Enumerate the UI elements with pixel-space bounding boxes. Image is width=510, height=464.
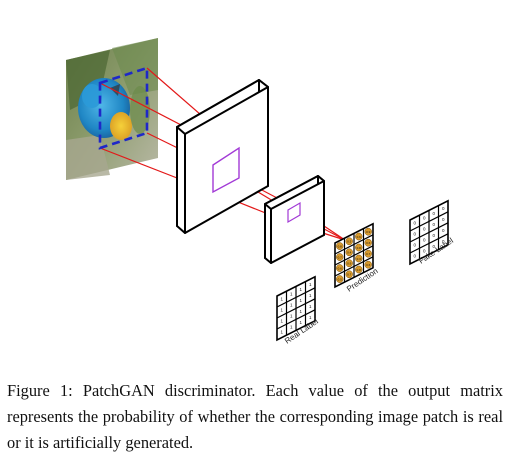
patchgan-diagram: 0.8 0.7 0.6 0.5 0.5 0.4 0.9 0.7 0.6 0.8 0.3 0.8 0.9 0…	[66, 38, 455, 346]
fake-label-matrix: 0 0 0 0 0 0 0 0 0 0 0 0 0 0 0 0	[409, 199, 449, 266]
matrix-cell-value: 1	[309, 315, 312, 320]
matrix-cell-value: 1	[290, 325, 293, 330]
matrix-cell-value: 1	[299, 320, 302, 325]
prediction-cell	[336, 275, 344, 283]
matrix-cell-value: 0.9	[347, 262, 352, 266]
prediction-cell	[336, 242, 344, 250]
conv-layer-2	[264, 175, 325, 264]
matrix-cell-value: 1	[280, 330, 283, 335]
matrix-cell-value: 1	[290, 292, 293, 297]
matrix-cell-value: 1	[309, 293, 312, 298]
conv-layer-2-patch	[287, 201, 301, 224]
matrix-gridline	[334, 256, 374, 277]
prediction-cell	[345, 259, 353, 268]
prediction-cell	[345, 237, 353, 246]
matrix-cell-value: 0	[423, 227, 426, 232]
matrix-cell-value: 0	[413, 232, 416, 237]
matrix-cell-value: 0	[413, 254, 416, 259]
prediction-matrix: 0.8 0.7 0.6 0.5 0.5 0.4 0.9 0.7 0.6 0.8 0.3 0.8 0.9 0…	[334, 222, 374, 289]
matrix-cell-value: 0.3	[357, 257, 362, 261]
matrix-cell-value: 0.7	[347, 273, 352, 277]
matrix-cell-value: 0	[432, 233, 435, 238]
prediction-cell	[364, 238, 372, 247]
matrix-cell-value: 1	[280, 319, 283, 324]
figure-caption: Figure 1: PatchGAN discriminator. Each v…	[7, 381, 503, 452]
input-patch-outline	[98, 66, 149, 150]
matrix-cell-value: 0	[442, 228, 445, 233]
matrix-cell-value: 1	[299, 298, 302, 303]
matrix-cell-value: 0.5	[338, 278, 343, 282]
matrix-cell-value: 0.6	[338, 267, 343, 271]
matrix-cell-value: 0.6	[366, 263, 371, 267]
matrix-cell-value: 0.8	[357, 246, 362, 250]
matrix-cell-value: 0.5	[347, 240, 352, 244]
matrix-gridline	[334, 245, 374, 266]
prediction-cell	[364, 249, 372, 258]
matrix-cell-value: 1	[290, 314, 293, 319]
matrix-cell-value: 0	[442, 217, 445, 222]
matrix-cell-value: 0	[432, 222, 435, 227]
matrix-gridline	[276, 309, 316, 330]
matrix-cell-value: 1	[280, 308, 283, 313]
prediction-cell	[355, 232, 363, 241]
matrix-cell-value: 0.8	[338, 245, 343, 249]
matrix-cell-value: 0	[413, 221, 416, 226]
matrix-cell-value: 0.7	[366, 252, 371, 256]
matrix-cell-value: 0	[432, 244, 435, 249]
matrix-cell-value: 0	[432, 211, 435, 216]
prediction-cell	[355, 243, 363, 252]
conv-layer-1	[176, 79, 269, 234]
prediction-cell	[345, 270, 353, 279]
matrix-cell-value: 1	[299, 309, 302, 314]
prediction-cell	[336, 253, 344, 261]
matrix-gridline	[409, 222, 449, 243]
matrix-cell-value: 0.4	[347, 251, 352, 255]
matrix-cell-value: 1	[309, 304, 312, 309]
matrix-cell-value: 0	[413, 243, 416, 248]
matrix-cell-value: 0.7	[338, 256, 343, 260]
matrix-cell-value: 1	[299, 287, 302, 292]
matrix-cell-value: 0.9	[366, 230, 371, 234]
matrix-cell-value: 0	[423, 238, 426, 243]
matrix-cell-value: 0	[442, 206, 445, 211]
matrix-gridline	[409, 233, 449, 254]
matrix-cell-value: 0	[423, 216, 426, 221]
matrix-cell-value: 0.8	[357, 268, 362, 272]
prediction-cell	[355, 254, 363, 263]
prediction-cell	[336, 264, 344, 272]
matrix-cell-value: 0.6	[357, 235, 362, 239]
matrix-cell-value: 1	[280, 297, 283, 302]
conv-layer-1-patch	[212, 146, 240, 194]
matrix-cell-value: 0	[442, 239, 445, 244]
prediction-cell	[345, 248, 353, 257]
input-image	[66, 38, 158, 180]
real-label-matrix: 1 1 1 1 1 1 1 1 1 1 1 1 1 1 1 1	[276, 275, 316, 342]
prediction-cell	[364, 260, 372, 269]
matrix-cell-value: 0	[423, 249, 426, 254]
prediction-cell	[364, 227, 372, 236]
prediction-cell	[355, 265, 363, 274]
matrix-gridline	[276, 298, 316, 319]
matrix-cell-value: 1	[290, 303, 293, 308]
matrix-cell-value: 1	[309, 282, 312, 287]
matrix-cell-value: 0.6	[366, 241, 371, 245]
